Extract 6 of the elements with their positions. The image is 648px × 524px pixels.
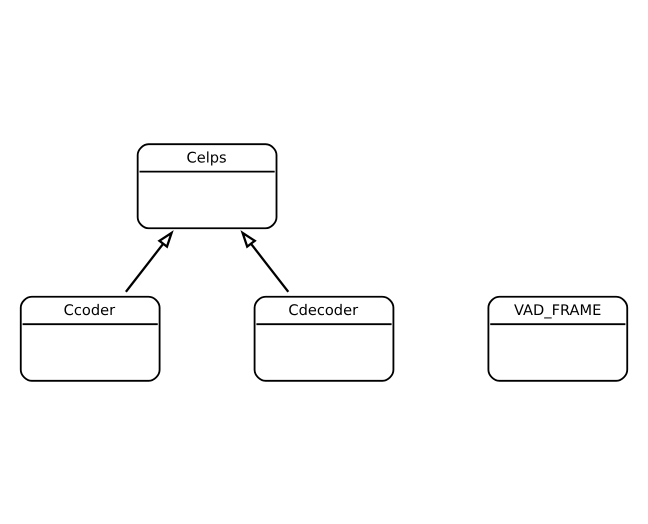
arrow <box>240 230 290 292</box>
node-box: Ccoder <box>20 295 160 382</box>
node-box: VAD_FRAME <box>488 295 628 382</box>
node-box: Cdecoder <box>254 295 394 382</box>
node-box: Celps <box>136 142 278 229</box>
arrow <box>125 230 174 292</box>
